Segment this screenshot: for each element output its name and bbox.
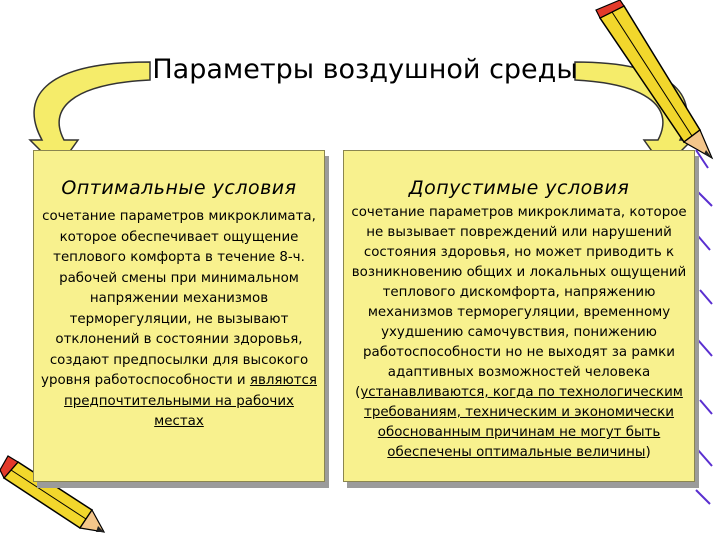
permissible-text-main: сочетание параметров микроклимата, котор…: [351, 205, 687, 400]
permissible-conditions-heading: Допустимые условия: [408, 177, 630, 199]
optimal-text-main: сочетание параметров микроклимата, котор…: [41, 209, 316, 388]
permissible-conditions-text: сочетание параметров микроклимата, котор…: [344, 203, 694, 463]
optimal-text-underlined: являются предпочтительными на рабочих ме…: [64, 373, 317, 429]
optimal-conditions-box: Оптимальные условия сочетание параметров…: [33, 150, 325, 482]
optimal-conditions-text: сочетание параметров микроклимата, котор…: [34, 207, 324, 433]
optimal-conditions-heading: Оптимальные условия: [61, 177, 297, 199]
permissible-conditions-box: Допустимые условия сочетание параметров …: [343, 150, 695, 482]
permissible-text-closing: ): [645, 445, 651, 460]
pencil-top-right-icon: [595, 0, 714, 160]
scribble-lines-right: [695, 149, 713, 505]
permissible-text-underlined: устанавливаются, когда по технологически…: [360, 385, 683, 460]
page-title: Параметры воздушной среды: [152, 53, 578, 85]
pencil-bottom-left-icon: [0, 455, 106, 533]
